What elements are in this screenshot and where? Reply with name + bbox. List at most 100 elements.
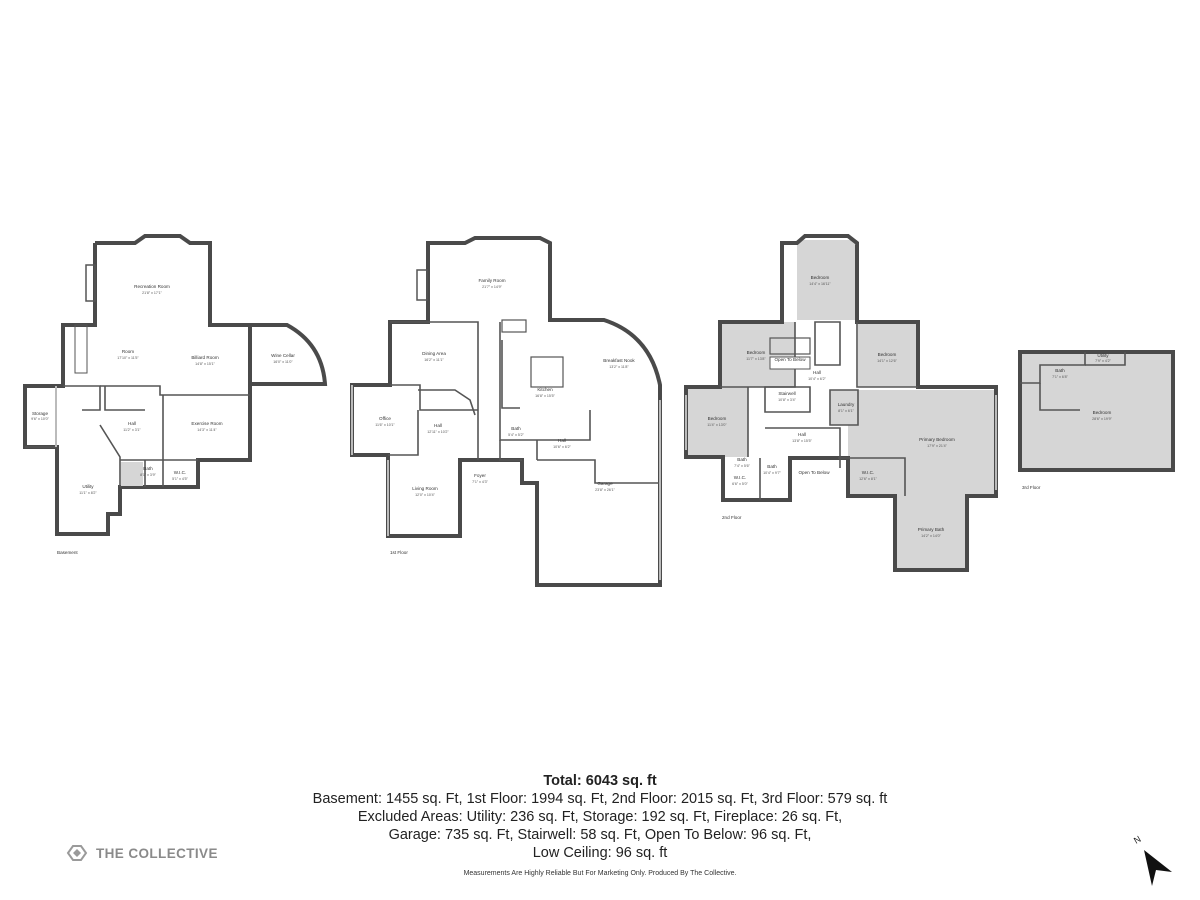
room-dims: 16'0" x 11'0" — [273, 360, 293, 364]
room-dims: 17'9" x 21'4" — [927, 444, 947, 448]
room-label: Bath — [1055, 368, 1065, 373]
room-label: W.I.C. — [862, 470, 875, 475]
room-label: Open To Below — [774, 357, 806, 362]
room-dims: 11'6" x 10'1" — [375, 423, 395, 427]
room-dims: 7'9" x 4'2" — [1095, 359, 1111, 363]
collective-logo-icon — [66, 845, 88, 861]
room-dims: 7'1" x 6'8" — [1052, 375, 1068, 379]
room-label: Hall — [798, 432, 806, 437]
room-label: Room — [122, 349, 134, 354]
room-dims: 21'7" x 14'9" — [482, 285, 502, 289]
room-label: Hall — [813, 370, 821, 375]
room-label: Hall — [434, 423, 442, 428]
room-label: Bath — [767, 464, 777, 469]
room-dims: 21'8" x 17'1" — [142, 291, 162, 295]
room-dims: 5'4" x 5'2" — [508, 433, 524, 437]
brand-name: THE COLLECTIVE — [96, 845, 218, 861]
room-label: Wine Cellar — [271, 353, 295, 358]
room-dims: 14'4" x 16'11" — [809, 282, 831, 286]
north-arrow-icon: N — [1132, 834, 1172, 886]
room-label: Family Room — [478, 278, 505, 283]
room-label: Bedroom — [708, 416, 727, 421]
room-dims: 8'1" x 6'1" — [838, 409, 854, 413]
room-label: Open To Below — [798, 470, 830, 475]
first-floor-plan: Family Room 21'7" x 14'9" Dining Area 16… — [350, 236, 662, 587]
total-area: Total: 6043 sq. ft — [0, 772, 1200, 790]
room-dims: 14'1" x 12'6" — [877, 359, 897, 363]
room-dims: 14'3" x 11'4" — [197, 428, 217, 432]
room-label: Living Room — [412, 486, 438, 491]
room-label: Bath — [143, 466, 153, 471]
room-label: Stairwell — [778, 391, 795, 396]
room-label: Primary Bedroom — [919, 437, 955, 442]
room-dims: 6'6" x 5'0" — [732, 482, 748, 486]
room-dims: 11'4" x 13'0" — [707, 423, 727, 427]
room-label: Hall — [128, 421, 136, 426]
room-dims: 14'8" x 15'1" — [195, 362, 215, 366]
room-dims: 12'0" x 10'4" — [415, 493, 435, 497]
excluded-areas-line-2: Garage: 735 sq. Ft, Stairwell: 58 sq. Ft… — [388, 827, 812, 843]
room-label: Billiard Room — [191, 355, 218, 360]
excluded-areas-line-3: Low Ceiling: 96 sq. ft — [532, 845, 668, 861]
room-label: Bedroom — [878, 352, 897, 357]
floor-plans: Recreation Room 21'8" x 17'1" Room 17'10… — [23, 234, 1175, 587]
room-label: Dining Area — [422, 351, 446, 356]
basement-plan: Recreation Room 21'8" x 17'1" Room 17'10… — [23, 234, 328, 555]
room-dims: 9'6" x 10'0" — [31, 417, 49, 421]
room-label: Bedroom — [747, 350, 766, 355]
room-dims: 11'2" x 3'1" — [123, 428, 141, 432]
area-summary: Total: 6043 sq. ft Basement: 1455 sq. Ft… — [0, 772, 1200, 862]
room-label: Utility — [1097, 353, 1109, 358]
room-dims: 10'4" x 9'7" — [763, 471, 781, 475]
third-floor-plan: Bath 7'1" x 6'8" Utility 7'9" x 4'2" Bed… — [1018, 350, 1175, 490]
room-dims: 17'10" x 11'5" — [117, 356, 139, 360]
excluded-areas-line-1: Excluded Areas: Utility: 236 sq. Ft, Sto… — [357, 809, 843, 825]
room-dims: 7'1" x 4'3" — [472, 480, 488, 484]
total-label: Total: — [543, 773, 582, 789]
room-label: Foyer — [474, 473, 486, 478]
room-dims: 5'1" x 4'5" — [172, 477, 188, 481]
room-label: Exercise Room — [191, 421, 222, 426]
room-dims: 12'6" x 8'1" — [859, 477, 877, 481]
room-label: Hall — [558, 438, 566, 443]
room-label: Garage — [597, 481, 613, 486]
room-label: W.I.C. — [734, 475, 747, 480]
room-label: Primary Bath — [918, 527, 945, 532]
floor-label-basement: Basement — [57, 550, 78, 555]
room-label: Recreation Room — [134, 284, 170, 289]
room-dims: 8'1" x 3'9" — [140, 473, 156, 477]
room-label: Bath — [737, 457, 747, 462]
disclaimer: Measurements Are Highly Reliable But For… — [463, 870, 737, 877]
room-dims: 12'11" x 10'2" — [427, 430, 449, 434]
floor-label-first: 1st Floor — [390, 550, 408, 555]
room-dims: 28'6" x 19'9" — [1092, 417, 1112, 421]
floor-label-second: 2nd Floor — [722, 515, 742, 520]
brand-logo: THE COLLECTIVE — [66, 844, 218, 862]
room-dims: 11'1" x 8'2" — [79, 491, 97, 495]
room-label: Storage — [32, 411, 49, 416]
room-dims: 7'4" x 5'6" — [734, 464, 750, 468]
compass-letter: N — [1132, 834, 1143, 846]
room-label: Bedroom — [1093, 410, 1112, 415]
room-dims: 23'8" x 26'1" — [595, 488, 615, 492]
room-dims: 14'2" x 14'0" — [921, 534, 941, 538]
room-dims: 10'6" x 6'2" — [553, 445, 571, 449]
second-floor-plan: Bedroom 14'4" x 16'11" Bedroom 11'7" x 1… — [684, 234, 998, 572]
room-dims: 13'2" x 11'8" — [609, 365, 629, 369]
room-label: Breakfast Nook — [603, 358, 635, 363]
room-label: Bath — [511, 426, 521, 431]
floor-areas-line: Basement: 1455 sq. Ft, 1st Floor: 1994 s… — [312, 791, 888, 807]
room-label: Laundry — [838, 402, 855, 407]
room-dims: 13'8" x 15'5" — [792, 439, 812, 443]
room-label: Utility — [82, 484, 94, 489]
room-dims: 16'2" x 11'1" — [424, 358, 444, 362]
room-dims: 11'7" x 13'8" — [746, 357, 766, 361]
floor-label-third: 3rd Floor — [1022, 485, 1041, 490]
room-label: Kitchen — [537, 387, 553, 392]
room-label: Office — [379, 416, 391, 421]
room-label: W.I.C. — [174, 470, 187, 475]
room-dims: 16'8" x 15'5" — [535, 394, 555, 398]
total-value: 6043 sq. ft — [585, 773, 657, 789]
room-label: Bedroom — [811, 275, 830, 280]
room-dims: 10'8" x 3'4" — [778, 398, 796, 402]
